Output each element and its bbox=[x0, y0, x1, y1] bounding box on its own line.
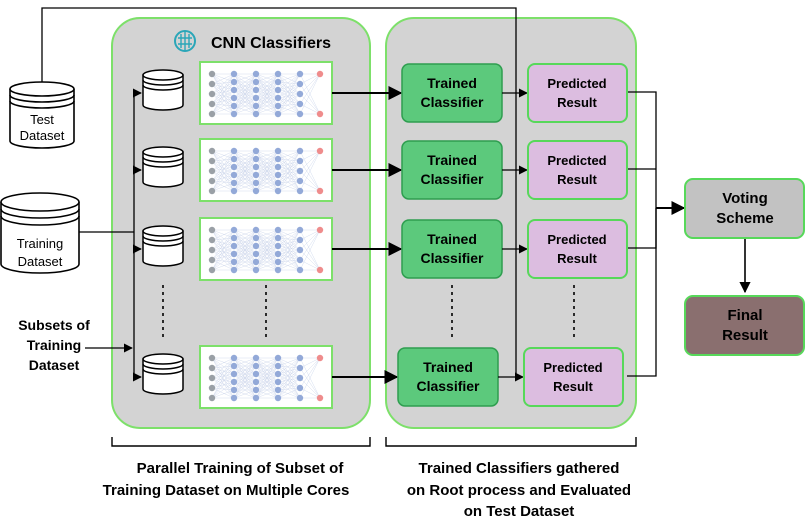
final-result-box bbox=[684, 295, 805, 356]
result-label-2: Result bbox=[557, 95, 597, 110]
voting-label-1: Voting bbox=[722, 190, 768, 207]
subset-cylinder bbox=[142, 69, 184, 111]
training-dataset-label-1: Training bbox=[17, 236, 63, 251]
right-caption-2: on Root process and Evaluated bbox=[407, 482, 631, 499]
braces bbox=[111, 437, 637, 447]
cnn-network-image bbox=[199, 345, 333, 409]
classifier-label-2: Classifier bbox=[420, 94, 484, 110]
right-caption-3: on Test Dataset bbox=[464, 503, 575, 520]
predicted-result-box bbox=[523, 347, 624, 407]
test-dataset-cylinder: Test Dataset bbox=[9, 81, 75, 149]
classifier-label-1: Trained bbox=[423, 359, 473, 375]
result-label-1: Predicted bbox=[547, 76, 606, 91]
classifier-label-1: Trained bbox=[427, 231, 477, 247]
cnn-network-image bbox=[199, 217, 333, 281]
trained-classifier-box bbox=[401, 140, 503, 200]
classifier-label-2: Classifier bbox=[420, 250, 484, 266]
test-dataset-label-1: Test bbox=[30, 112, 54, 127]
classifier-label-1: Trained bbox=[427, 75, 477, 91]
subset-cylinder bbox=[142, 146, 184, 188]
training-dataset-label-2: Dataset bbox=[18, 254, 63, 269]
connectors bbox=[41, 7, 751, 378]
subset-cylinder bbox=[142, 225, 184, 267]
result-label-2: Result bbox=[553, 379, 593, 394]
result-label-1: Predicted bbox=[547, 153, 606, 168]
brain-circuit-icon bbox=[174, 30, 196, 52]
result-label-2: Result bbox=[557, 172, 597, 187]
left-caption-1: Parallel Training of Subset of bbox=[137, 460, 345, 477]
voting-scheme-box bbox=[684, 178, 805, 239]
predicted-result-box bbox=[527, 63, 628, 123]
classifier-label-1: Trained bbox=[427, 152, 477, 168]
left-caption-2: Training Dataset on Multiple Cores bbox=[103, 482, 350, 499]
classifier-label-2: Classifier bbox=[420, 171, 484, 187]
trained-classifier-box bbox=[397, 347, 499, 407]
result-label-1: Predicted bbox=[543, 360, 602, 375]
panel-title: CNN Classifiers bbox=[211, 35, 331, 52]
voting-label-2: Scheme bbox=[716, 210, 774, 227]
final-label-1: Final bbox=[727, 307, 762, 324]
predicted-result-box bbox=[527, 140, 628, 200]
result-label-2: Result bbox=[557, 251, 597, 266]
subsets-label-1: Subsets of bbox=[18, 317, 90, 333]
right-caption-1: Trained Classifiers gathered bbox=[419, 460, 620, 477]
final-label-2: Result bbox=[722, 327, 768, 344]
predicted-result-box bbox=[527, 219, 628, 279]
result-label-1: Predicted bbox=[547, 232, 606, 247]
training-dataset-cylinder: Training Dataset bbox=[0, 192, 80, 274]
trained-classifier-box bbox=[401, 219, 503, 279]
test-dataset-label-2: Dataset bbox=[20, 128, 65, 143]
cnn-network-image bbox=[199, 138, 333, 202]
classifier-label-2: Classifier bbox=[416, 378, 480, 394]
subset-cylinder bbox=[142, 353, 184, 395]
trained-classifier-box bbox=[401, 63, 503, 123]
subsets-label-3: Dataset bbox=[29, 357, 80, 373]
subsets-label-2: Training bbox=[27, 337, 81, 353]
cnn-network-image bbox=[199, 61, 333, 125]
